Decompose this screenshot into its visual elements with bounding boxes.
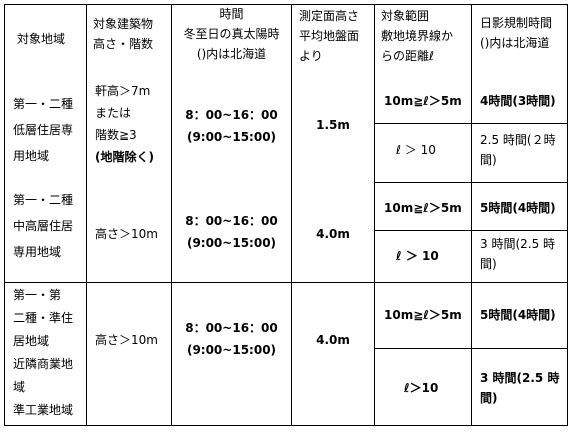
row3-shadow-b: 3 時間(2.5 時間) [480,371,560,405]
row3-building: 高さ＞10m [95,333,158,347]
row1-range-b: ℓ ＞ 10 [396,143,436,157]
table-border-right [567,4,568,426]
row3-region: 第一・第二種・準住居地域 近隣商業地域準工業地域 [13,288,74,417]
row3-range-a: 10m≧ℓ＞5m [384,308,462,322]
column-divider [86,4,87,426]
row3-time: 8：00~16：00(9:00~15:00) [185,321,278,357]
row2-region: 第一・二種中高層住居専用地域 [13,193,74,259]
row2-range-b: ℓ ＞ 10 [396,249,439,263]
row3-range-b: ℓ＞10 [404,381,439,395]
column-divider [291,4,292,426]
row1-region: 第一・二種低層住居専用地域 [13,97,74,163]
row2-time: 8：00~16：00(9:00~15:00) [185,214,278,250]
column-divider [471,4,472,426]
column-divider [374,4,375,426]
header-building: 対象建築物高さ・階数 [93,17,154,51]
row2-shadow-b: 3 時間(2.5 時間) [480,237,556,271]
header-shadow-time: 日影規制時間()内は北海道 [480,16,553,50]
row3-shadow-a: 5時間(4時間) [480,308,556,322]
column-divider [171,4,172,426]
row-divider [4,282,568,283]
header-region: 対象地域 [17,32,66,46]
header-measure-height: 測定面高さ平均地盤面より [299,9,360,63]
row1-range-a: 10m≧ℓ＞5m [384,94,462,108]
header-time: 時間冬至日の真太陽時()内は北海道 [183,7,280,61]
row1-measure-height: 1.5m [316,118,350,132]
row2-range-a: 10m≧ℓ＞5m [384,201,462,215]
sub-row-divider [374,182,568,183]
sub-row-divider [374,123,568,124]
row1-shadow-a: 4時間(3時間) [480,94,556,108]
table-border-bottom [4,425,568,426]
sub-row-divider [374,230,568,231]
row1-time: 8：00~16：00(9:00~15:00) [185,108,278,144]
header-range: 対象範囲敷地境界線からの距離ℓ [381,9,454,63]
row1-shadow-b: 2.5 時間(２時間) [480,133,556,167]
row2-building: 高さ＞10m [95,227,158,241]
table-border-top [4,4,568,5]
row3-measure-height: 4.0m [316,333,350,347]
row2-shadow-a: 5時間(4時間) [480,201,556,215]
sub-row-divider [374,348,568,349]
row2-measure-height: 4.0m [316,227,350,241]
table-border-left [4,4,5,426]
